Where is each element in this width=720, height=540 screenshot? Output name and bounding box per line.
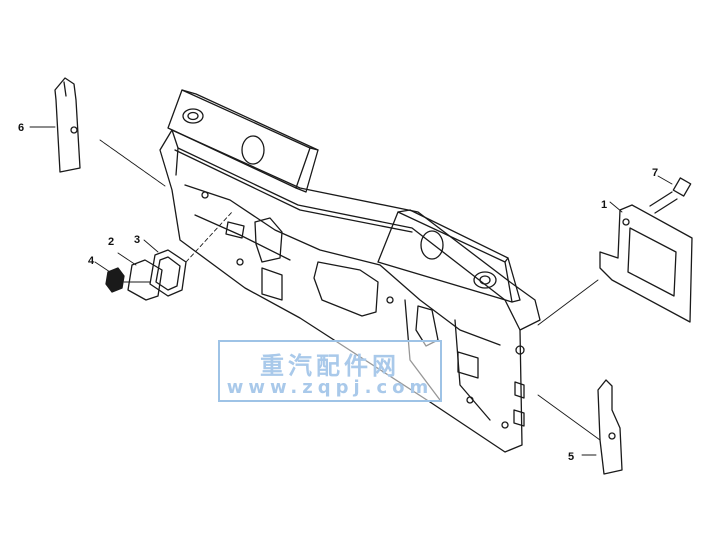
watermark-title: 重汽配件网	[260, 352, 400, 380]
callout-6: 6	[18, 122, 24, 134]
callout-7: 7	[652, 167, 658, 179]
watermark-url: www.zqpj.com	[226, 377, 434, 398]
watermark-box: 重汽配件网 www.zqpj.com	[218, 340, 442, 402]
bolt-part-7	[649, 177, 692, 214]
bracket-part-6	[54, 77, 81, 173]
main-panel	[159, 129, 541, 453]
right-mount-box	[377, 209, 521, 303]
cover-part-2	[127, 259, 163, 301]
gasket-part-3	[149, 249, 187, 297]
nut-part-4	[105, 267, 125, 293]
left-mount-box	[167, 89, 319, 193]
callout-1: 1	[601, 199, 607, 211]
callout-3: 3	[134, 234, 140, 246]
callout-4: 4	[88, 255, 95, 267]
callout-2: 2	[108, 236, 114, 248]
bracket-part-1	[599, 204, 693, 323]
bracket-part-5	[597, 379, 623, 475]
callout-5: 5	[568, 451, 574, 463]
leader-lines	[29, 126, 673, 456]
